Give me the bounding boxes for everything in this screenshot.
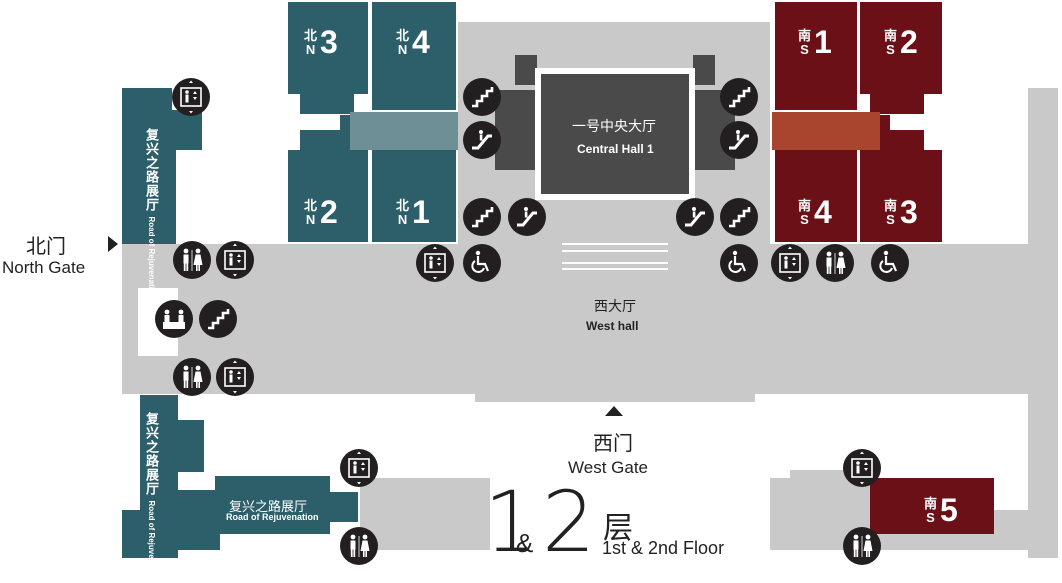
elevator-icon[interactable] [843, 449, 881, 487]
stairs-icon[interactable] [720, 78, 758, 116]
west-gate-arrow [605, 406, 623, 416]
floor-number-1: 1 [484, 473, 538, 571]
elevator-icon[interactable] [416, 244, 454, 282]
elevator-icon[interactable] [172, 78, 210, 116]
north-wings [288, 2, 456, 242]
west-gate-label-en: West Gate [568, 458, 648, 477]
wing-s3-zh: 南 [884, 197, 898, 213]
wing-s3-en: S [886, 211, 895, 227]
wing-s2-num: 2 [900, 24, 918, 60]
wing-s3-num: 3 [900, 194, 918, 230]
wheelchair-icon[interactable] [463, 244, 501, 282]
elevator-icon[interactable] [216, 241, 254, 279]
stairs-icon[interactable] [199, 300, 237, 338]
escalator-icon[interactable] [463, 121, 501, 159]
wing-s4-en: S [800, 211, 809, 227]
wing-s1-num: 1 [814, 24, 832, 60]
north-gate-label-en: North Gate [2, 258, 86, 277]
floor-ampersand: & [516, 528, 534, 558]
rejuvenation-bottom-en: Road of Rejuvenation [147, 500, 156, 583]
escalator-icon[interactable] [676, 198, 714, 236]
west-hall-label-en: West hall [586, 319, 639, 333]
restroom-icon[interactable] [843, 527, 881, 565]
stairs-icon[interactable] [463, 198, 501, 236]
wing-s4-zh: 南 [798, 197, 812, 213]
rejuvenation-label-top: 复兴之路展厅 Road of Rejuvenation [142, 128, 161, 299]
central-hall-label-en: Central Hall 1 [577, 142, 654, 156]
wing-n1-en: N [397, 211, 408, 227]
wing-n4-zh: 北 [396, 27, 410, 43]
wing-n4-en: N [397, 41, 408, 57]
wing-s1-en: S [800, 41, 809, 57]
rejuvenation-top-en: Road of Rejuvenation [147, 216, 156, 299]
wing-n1-zh: 北 [396, 197, 410, 213]
south-wings [775, 2, 994, 534]
rejuvenation-blocks [122, 88, 358, 558]
stairs-icon[interactable] [463, 78, 501, 116]
wing-n1-num: 1 [412, 194, 430, 230]
restroom-icon[interactable] [340, 527, 378, 565]
rejuvenation-top-zh: 复兴之路展厅 [144, 128, 159, 212]
restroom-icon[interactable] [173, 358, 211, 396]
escalator-icon[interactable] [508, 198, 546, 236]
wheelchair-icon[interactable] [720, 244, 758, 282]
wing-n3-num: 3 [320, 24, 338, 60]
stairs-icon[interactable] [720, 198, 758, 236]
elevator-icon[interactable] [216, 358, 254, 396]
escalator-icon[interactable] [720, 121, 758, 159]
west-hall-label-zh: 西大厅 [594, 298, 636, 314]
wing-n2-zh: 北 [304, 197, 318, 213]
restroom-icon[interactable] [816, 244, 854, 282]
wheelchair-icon[interactable] [871, 244, 909, 282]
north-gate-label-zh: 北门 [26, 236, 66, 258]
floor-label-en: 1st & 2nd Floor [602, 538, 725, 558]
wing-n4-num: 4 [412, 24, 430, 60]
north-gate-arrow [108, 236, 118, 252]
rejuvenation-hall-label-en: Road of Rejuvenation [226, 512, 319, 522]
rejuvenation-bottom-zh: 复兴之路展厅 [144, 412, 159, 496]
restroom-icon[interactable] [173, 241, 211, 279]
rejuvenation-label-bottom: 复兴之路展厅 Road of Rejuvenation [142, 412, 161, 583]
wing-n3-zh: 北 [304, 27, 318, 43]
floor-number-2: 2 [542, 473, 596, 571]
wing-n2-en: N [305, 211, 316, 227]
wing-s5-num: 5 [940, 492, 958, 528]
rejuvenation-hall-label-zh: 复兴之路展厅 [229, 499, 308, 514]
elevator-icon[interactable] [340, 449, 378, 487]
wing-n3-en: N [305, 41, 316, 57]
wing-s2-en: S [886, 41, 895, 57]
wing-s1-zh: 南 [798, 27, 812, 43]
central-hall-label-zh: 一号中央大厅 [572, 118, 656, 134]
wing-s4-num: 4 [814, 194, 832, 230]
wing-s5-zh: 南 [924, 495, 938, 511]
service-desk-icon[interactable] [155, 300, 193, 338]
wing-s5-en: S [926, 509, 935, 525]
elevator-icon[interactable] [771, 244, 809, 282]
wing-n2-num: 2 [320, 194, 338, 230]
floor-label-zh: 层 [603, 512, 633, 545]
wing-s2-zh: 南 [884, 27, 898, 43]
west-gate-label-zh: 西门 [593, 433, 633, 455]
